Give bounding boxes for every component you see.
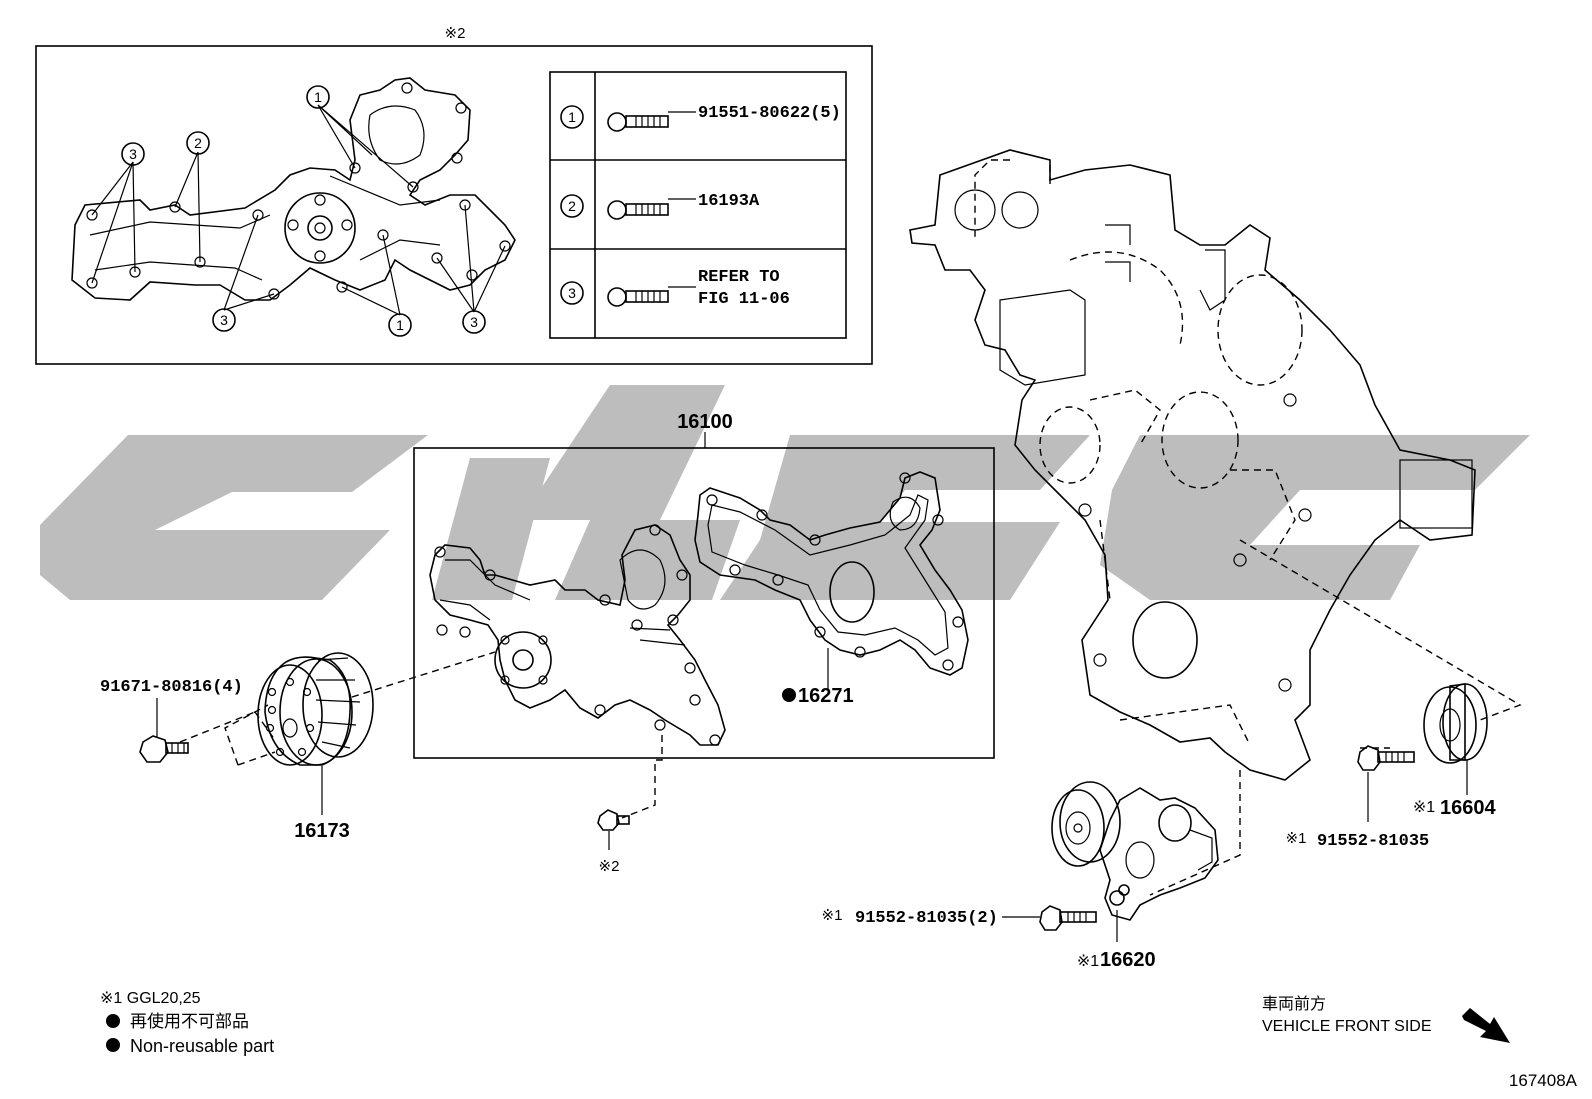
callout-3-left: 3	[121, 142, 145, 166]
part-number-91552-81035: 91552-81035	[1317, 832, 1429, 851]
callout-1-bottom: 1	[388, 313, 412, 337]
orientation-jp: 車両前方	[1262, 995, 1326, 1013]
water-pump-body	[429, 524, 726, 746]
pump-bolt: ※2	[597, 735, 663, 875]
front-arrow-icon	[1462, 1008, 1510, 1043]
tensioner-bolt-prefix: ※1	[822, 907, 843, 924]
svg-text:3: 3	[568, 285, 576, 301]
idler-pulley: ※1 16604	[1413, 683, 1496, 819]
detail-callouts: 1 3 2 3 1 3	[121, 85, 486, 337]
part-number-16271: 16271	[798, 685, 854, 707]
bolt-table-row-2: 2 16193A	[560, 192, 760, 220]
svg-text:FIG 11-06: FIG 11-06	[698, 290, 790, 309]
part-number-16604: 16604	[1440, 797, 1496, 819]
water-pump-assembly: 16100	[413, 411, 995, 759]
nonreusable-dot-icon	[106, 1038, 120, 1052]
nonreusable-dot-icon	[106, 1014, 120, 1028]
bolt-table-row-1: 1 91551-80622(5)	[560, 104, 841, 132]
idler-bolt: ※1 91552-81035	[1286, 745, 1429, 851]
tensioner: ※1 16620	[1051, 781, 1219, 971]
legend-nonreusable-en: Non-reusable part	[130, 1036, 274, 1056]
detail-pump-outline	[71, 77, 516, 301]
svg-text:2: 2	[568, 198, 576, 214]
bolt-table-row-3: 3 REFER TO FIG 11-06	[560, 268, 790, 309]
svg-text:1: 1	[568, 109, 576, 125]
orientation-en: VEHICLE FRONT SIDE	[1262, 1018, 1432, 1035]
orientation-indicator: 車両前方 VEHICLE FRONT SIDE	[1262, 995, 1510, 1043]
svg-text:1: 1	[314, 89, 322, 105]
tensioner-bolt: ※1 91552-81035(2)	[822, 905, 1097, 931]
legend: ※1 GGL20,25 再使用不可部品 Non-reusable part	[100, 990, 274, 1056]
pulley: 16173	[257, 652, 374, 842]
svg-text:3: 3	[470, 314, 478, 330]
idler-bolt-prefix: ※1	[1286, 830, 1307, 847]
svg-text:2: 2	[194, 135, 202, 151]
figure-id: 167408A	[1509, 1071, 1578, 1090]
watermark-logo	[40, 385, 1530, 600]
svg-text:91551-80622(5): 91551-80622(5)	[698, 104, 841, 123]
detail-box: ※2	[35, 25, 873, 365]
svg-text:1: 1	[396, 317, 404, 333]
bolt-icon	[607, 200, 669, 220]
gasket	[694, 471, 969, 676]
callout-2: 2	[186, 131, 210, 155]
part-number-16100: 16100	[677, 411, 733, 433]
part-number-16173: 16173	[294, 820, 350, 842]
svg-text:16193A: 16193A	[698, 192, 760, 211]
callout-1-top: 1	[306, 85, 330, 109]
callout-3-right: 3	[462, 310, 486, 334]
bolt-table: 1 91551-80622(5) 2 16193A	[549, 71, 847, 339]
idler-prefix: ※1	[1413, 799, 1435, 816]
detail-box-label: ※2	[445, 25, 466, 42]
pulley-bolt-guides	[179, 704, 276, 766]
part-number-91671-80816: 91671-80816(4)	[100, 678, 243, 697]
pump-bolt-ref: ※2	[599, 858, 620, 875]
legend-nonreusable-jp: 再使用不可部品	[130, 1011, 249, 1031]
part-number-16620: 16620	[1100, 949, 1156, 971]
svg-text:3: 3	[129, 146, 137, 162]
pulley-guide	[351, 651, 496, 698]
pulley-bolt: 91671-80816(4)	[100, 678, 243, 763]
nonreusable-marker-icon	[782, 688, 796, 702]
svg-text:3: 3	[220, 312, 228, 328]
svg-text:REFER TO: REFER TO	[698, 268, 780, 287]
part-number-91552-81035-2: 91552-81035(2)	[855, 909, 998, 928]
tensioner-prefix: ※1	[1077, 953, 1099, 970]
callout-3-bottom: 3	[212, 308, 236, 332]
timing-cover	[909, 149, 1476, 781]
legend-note-1: ※1 GGL20,25	[100, 990, 201, 1007]
bolt-icon	[607, 112, 669, 132]
bolt-icon	[607, 287, 669, 307]
detail-leaders	[91, 104, 506, 316]
